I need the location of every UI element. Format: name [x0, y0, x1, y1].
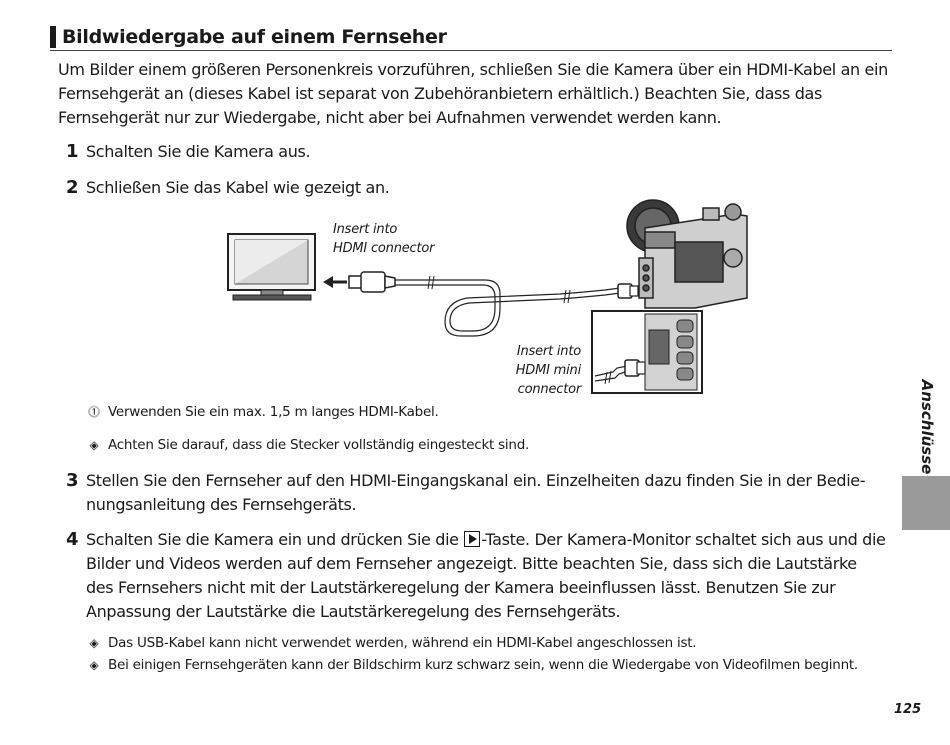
- camera-illustration: [626, 199, 748, 309]
- step-number: 3: [66, 470, 79, 491]
- hdmi-plug: [348, 271, 396, 293]
- step-number: 1: [66, 141, 79, 162]
- page-title: Bildwiedergabe auf einem Fernseher: [62, 26, 447, 48]
- chapter-name: Anschlüsse: [918, 379, 936, 475]
- step-text: Schalten Sie die Kamera aus.: [86, 142, 311, 161]
- chapter-tab: [902, 476, 950, 530]
- note-text: Bei einigen Fernsehgeräten kann der Bild…: [108, 657, 858, 673]
- label-line: Insert into: [516, 344, 581, 359]
- hdmi-mini-plug: [617, 283, 639, 299]
- note-text: Verwenden Sie ein max. 1,5 m langes HDMI…: [108, 404, 439, 420]
- label-line: HDMI mini connector: [515, 363, 581, 397]
- page-number: 125: [894, 702, 922, 717]
- note-icon: ◈: [89, 636, 99, 650]
- chapter-side-label: Anschlüsse: [912, 379, 942, 475]
- connection-diagram: Insert into HDMI connector Insert into H…: [225, 198, 755, 398]
- heading-marker: [50, 26, 56, 48]
- playback-button-icon: [464, 531, 481, 547]
- hdmi-cable: [395, 275, 621, 337]
- label-line: HDMI connector: [333, 241, 435, 256]
- intro-paragraph: Um Bilder einem größeren Personenkreis v…: [58, 60, 888, 127]
- note-icon: ◈: [89, 438, 99, 452]
- step-text-part: Schalten Sie die Kamera ein und drücken …: [86, 530, 464, 549]
- step-text: Stellen Sie den Fernseher auf den HDMI-E…: [86, 471, 866, 514]
- connector-detail-inset: [591, 310, 703, 394]
- arrow-icon: [323, 276, 347, 288]
- note-text: Achten Sie darauf, dass die Stecker voll…: [108, 437, 530, 453]
- label-hdmi-mini-connector: Insert into HDMI mini connector: [453, 342, 581, 399]
- tv-illustration: [227, 233, 316, 301]
- step-text-part: -Taste. Der Kamera-Monitor schaltet sich…: [86, 530, 886, 621]
- step-text: Schalten Sie die Kamera ein und drücken …: [86, 528, 886, 624]
- note-icon: ◈: [89, 658, 99, 672]
- step-text: Schließen Sie das Kabel wie gezeigt an.: [86, 178, 390, 197]
- note-text: Das USB-Kabel kann nicht verwendet werde…: [108, 635, 697, 651]
- connection-illustration: [227, 199, 748, 394]
- label-hdmi-connector: Insert into HDMI connector: [333, 220, 434, 258]
- step-number: 4: [66, 529, 79, 550]
- section-heading: Bildwiedergabe auf einem Fernseher: [50, 26, 892, 51]
- step-number: 2: [66, 177, 79, 198]
- caution-icon: ⓵: [88, 405, 100, 419]
- label-line: Insert into: [333, 222, 398, 237]
